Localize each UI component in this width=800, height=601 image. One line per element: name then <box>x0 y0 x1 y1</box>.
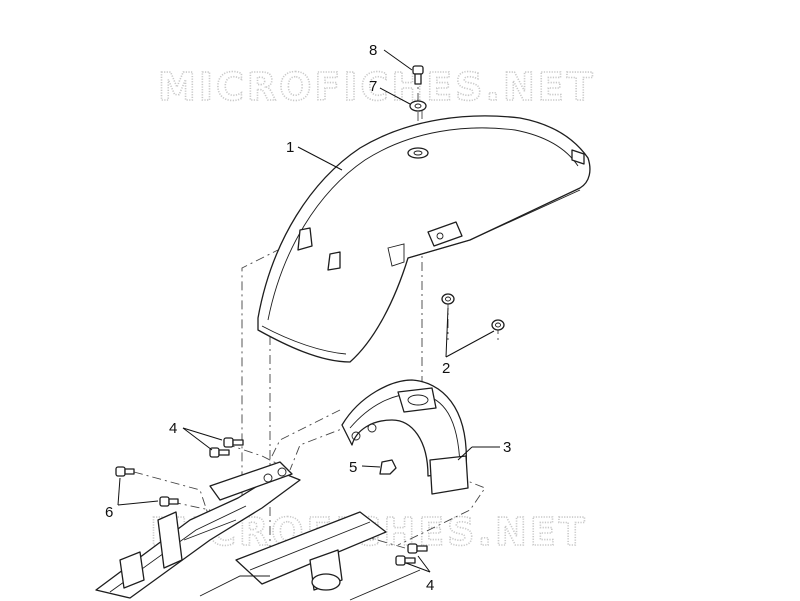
callout-2: 2 <box>442 360 450 377</box>
callout-4-lower: 4 <box>426 577 434 594</box>
callout-4-upper: 4 <box>169 420 177 437</box>
nut <box>379 459 397 475</box>
leader-lines <box>117 49 500 573</box>
bolts <box>209 437 428 566</box>
callout-3: 3 <box>503 439 511 456</box>
callout-8: 8 <box>369 42 377 59</box>
mudguard-support-bracket <box>341 379 469 495</box>
callout-7: 7 <box>369 78 377 95</box>
rear-mudguard <box>257 115 591 363</box>
callout-1: 1 <box>286 139 294 156</box>
callout-5: 5 <box>349 459 357 476</box>
screws-side <box>115 466 179 507</box>
callout-6: 6 <box>105 504 113 521</box>
grommets <box>441 293 505 331</box>
watermark-top: MICROFICHES.NET <box>158 65 596 109</box>
washer <box>409 100 427 112</box>
screw-top <box>412 65 424 85</box>
callouts: 1 2 3 4 4 5 6 7 8 <box>105 42 511 594</box>
frame-section <box>95 461 421 601</box>
